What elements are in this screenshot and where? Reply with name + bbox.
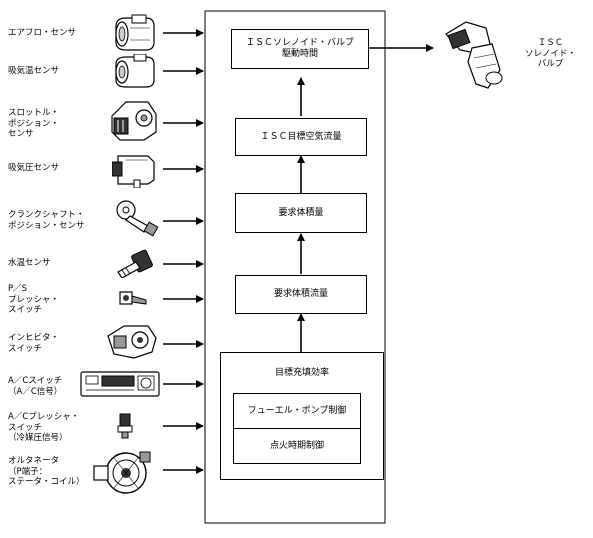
ps-pressure-switch-icon bbox=[119, 291, 147, 305]
sensor-label-ac-switch: A／Cスイッチ （A／C信号） bbox=[8, 376, 63, 397]
alternator-icon bbox=[93, 451, 151, 494]
crankshaft-position-sensor-icon bbox=[116, 200, 159, 237]
sensor-label-intake-pressure: 吸気圧センサ bbox=[8, 163, 60, 173]
sensor-label-ps-pressure-switch: P／S プレッシャ・ スイッチ bbox=[8, 284, 60, 315]
actuator-label-isc-solenoid-valve: ＩＳＣ ソレノイド・ バルブ bbox=[525, 38, 577, 69]
sensor-label-inhibitor-switch: インヒビタ・ スイッチ bbox=[8, 333, 60, 354]
control-unit-frame bbox=[204, 10, 386, 524]
intake-pressure-sensor-icon bbox=[112, 155, 155, 188]
inhibitor-switch-icon bbox=[107, 325, 157, 359]
sensor-label-airflow: エアフロ・センサ bbox=[8, 28, 77, 38]
coolant-temp-sensor-icon bbox=[117, 249, 153, 278]
intake-temp-sensor-icon bbox=[115, 54, 155, 88]
ac-pressure-switch-icon bbox=[117, 413, 133, 439]
block-isc-target-air-flow: ＩＳＣ目標空気流量 bbox=[235, 118, 367, 156]
block-required-volume-flow: 要求体積流量 bbox=[235, 275, 367, 314]
block-target-charging-efficiency-label: 目標充填効率 bbox=[274, 368, 329, 378]
sensor-label-crankshaft-position: クランクシャフト・ ポジション・センサ bbox=[8, 210, 85, 231]
ac-switch-icon bbox=[80, 371, 160, 397]
airflow-sensor-icon bbox=[115, 14, 155, 51]
block-fuel-pump-control: フューエル・ポンプ制御 bbox=[233, 393, 361, 429]
sensor-label-intake-temp: 吸気温センサ bbox=[8, 66, 60, 76]
sensor-label-alternator: オルタネータ （P端子： ステータ・コイル） bbox=[8, 456, 85, 487]
throttle-position-sensor-icon bbox=[111, 101, 157, 141]
block-target-charging-efficiency: 目標充填効率 フューエル・ポンプ制御 点火時期制御 bbox=[220, 352, 384, 480]
sensor-label-throttle-position: スロットル・ ポジション・ センサ bbox=[8, 108, 60, 139]
sensor-label-coolant-temp: 水温センサ bbox=[8, 258, 51, 268]
sensor-label-ac-pressure-switch: A／Cプレッシャ・ スイッチ （冷媒圧信号） bbox=[8, 412, 80, 443]
block-isc-drive-time: ＩＳＣソレノイド・バルブ 駆動時間 bbox=[231, 29, 369, 69]
block-ignition-timing-control: 点火時期制御 bbox=[233, 428, 361, 464]
isc-solenoid-valve-icon bbox=[445, 21, 503, 89]
input-arrows bbox=[163, 29, 204, 474]
block-required-volume: 要求体積量 bbox=[235, 193, 367, 233]
